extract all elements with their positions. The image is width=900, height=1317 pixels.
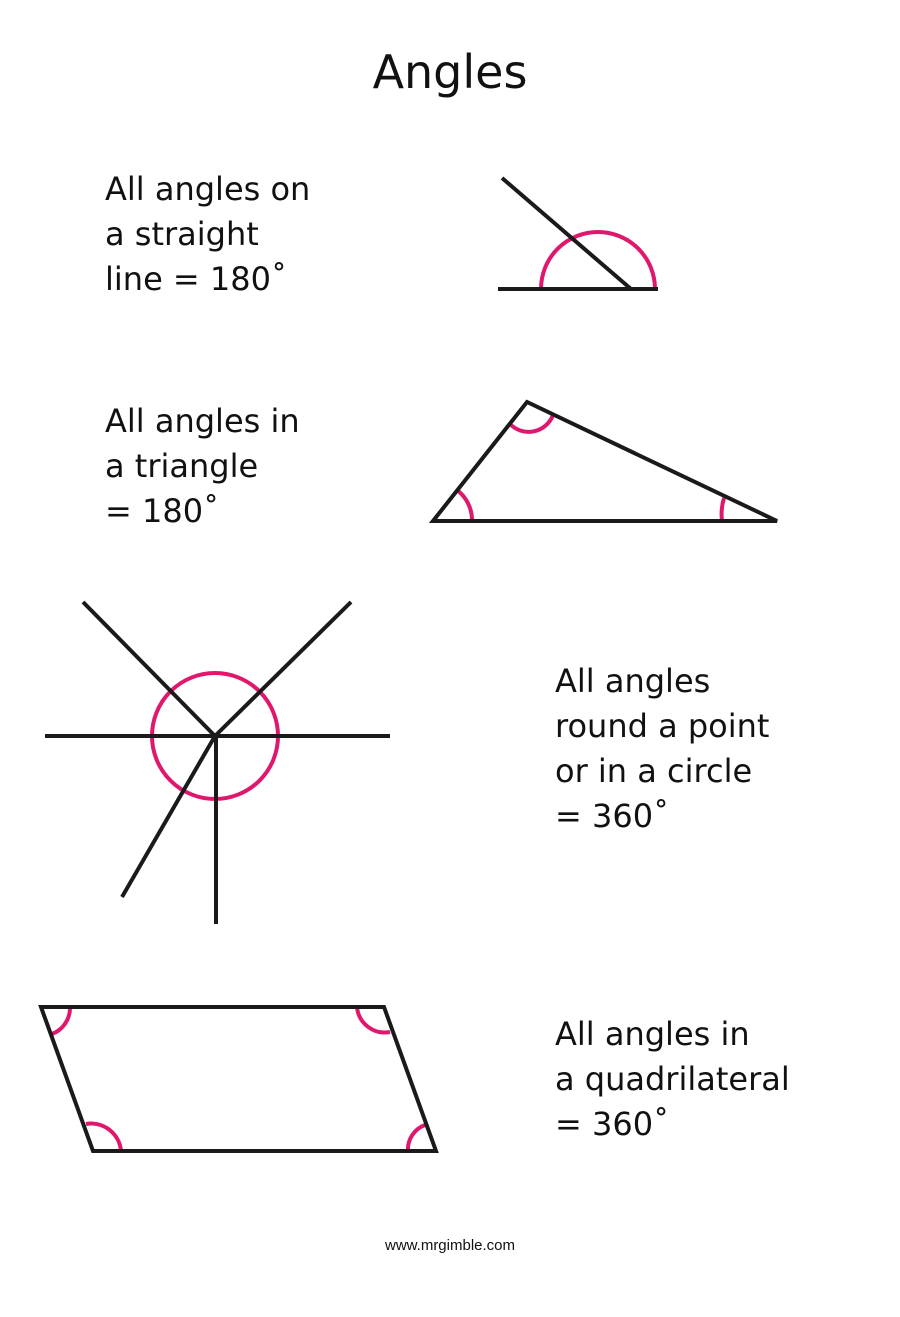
point-diagram — [45, 600, 390, 924]
quadrilateral-diagram — [38, 1005, 439, 1153]
caption-line: or in a circle — [555, 752, 753, 790]
angle-arc — [355, 1006, 391, 1035]
caption-line: a straight — [105, 215, 259, 253]
ray-line — [500, 176, 633, 291]
caption-line: All angles in — [105, 402, 300, 440]
angle-arc — [51, 1006, 73, 1036]
ray-line — [213, 600, 353, 738]
footer-url: www.mrgimble.com — [384, 1237, 516, 1254]
caption-line: = 360˚ — [555, 1105, 670, 1143]
caption-triangle: All angles in a triangle = 180˚ — [105, 399, 300, 534]
angle-arc — [455, 488, 475, 522]
caption-line: a quadrilateral — [555, 1060, 790, 1098]
parallelogram-shape — [38, 1005, 439, 1153]
ray-line — [120, 734, 217, 899]
caption-quadrilateral: All angles in a quadrilateral = 360˚ — [555, 1012, 790, 1147]
ray-line — [81, 600, 217, 738]
caption-line: All angles in — [555, 1015, 750, 1053]
caption-point: All angles round a point or in a circle … — [555, 659, 769, 839]
triangle-shape — [428, 399, 778, 523]
caption-line: = 180˚ — [105, 492, 220, 530]
caption-line: line = 180˚ — [105, 260, 287, 298]
angle-arc — [539, 230, 657, 290]
caption-line: a triangle — [105, 447, 259, 485]
angle-arc — [85, 1121, 123, 1152]
caption-line: All angles — [555, 662, 711, 700]
caption-straight-line: All angles on a straight line = 180˚ — [105, 167, 310, 302]
triangle-diagram — [428, 399, 778, 523]
angle-arc — [719, 497, 726, 522]
angle-arc — [508, 414, 555, 434]
caption-line: = 360˚ — [555, 797, 670, 835]
caption-line: All angles on — [105, 170, 311, 208]
page-title: Angles — [372, 45, 528, 99]
caption-line: round a point — [555, 707, 770, 745]
angle-arc — [405, 1123, 426, 1152]
straight-line-diagram — [498, 176, 658, 291]
